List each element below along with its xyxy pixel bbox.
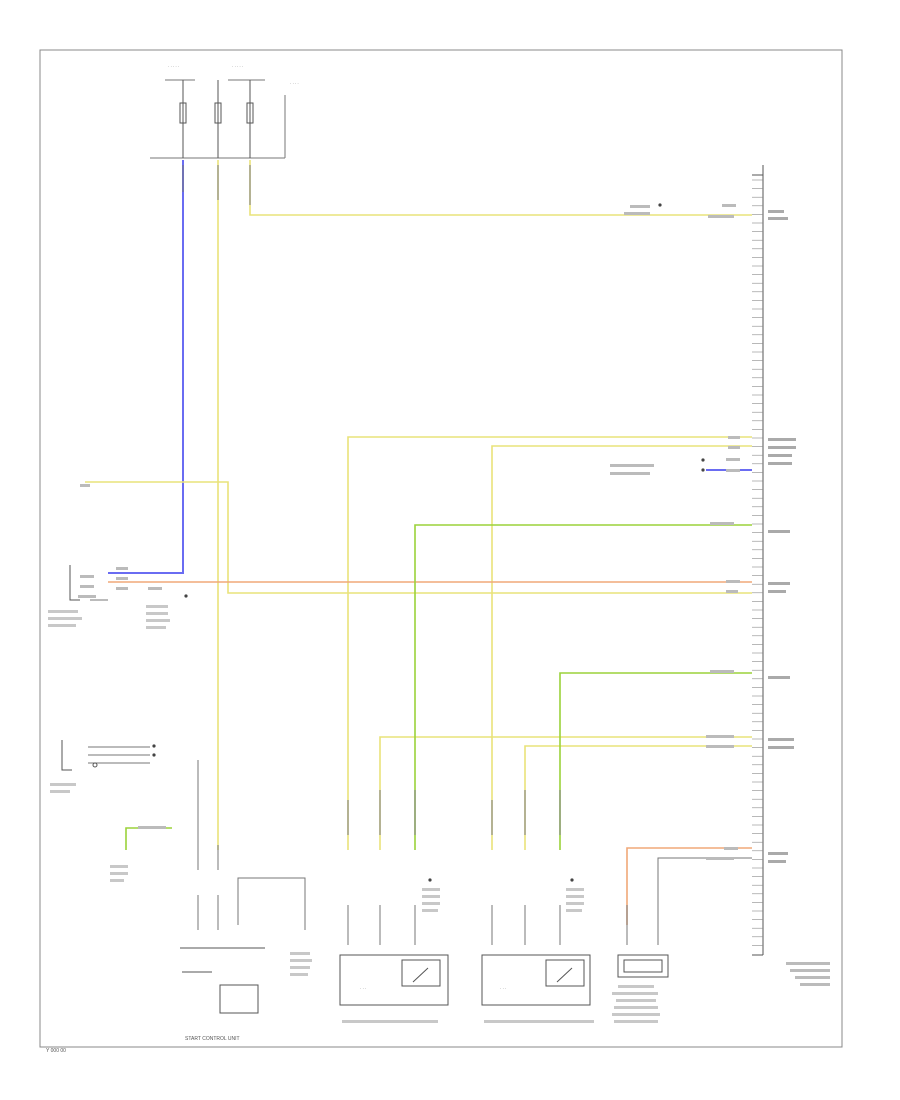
wire-orange-bottom (626, 847, 752, 925)
left-connector-bracket (61, 565, 98, 771)
door-lock-module-left: · · · (339, 954, 449, 1006)
fuse-block: · · · · · · · · · · · · · · (150, 64, 299, 159)
ecu-pin-ticks (752, 179, 763, 946)
ecu-connector (752, 165, 764, 956)
svg-text:· · · · ·: · · · · · (168, 64, 179, 69)
wire-green-ground (125, 827, 172, 850)
wire-code-chips (78, 204, 740, 860)
wire-green-2 (559, 672, 752, 850)
wire-blue-ignition (108, 160, 184, 574)
wire-black-loop (237, 877, 306, 925)
diagram-code: Y 000 00 (46, 1048, 66, 1054)
start-control-unit: START CONTROL UNIT (180, 947, 265, 1042)
svg-text:· · · ·: · · · · (290, 81, 299, 86)
wire-green-1 (414, 524, 752, 850)
tiny-text-blocks (48, 605, 660, 1023)
ecu-pin-labels (768, 210, 830, 986)
start-control-unit-label: START CONTROL UNIT (185, 1036, 240, 1042)
diagram-frame (39, 49, 843, 1048)
wire-yellow-top (249, 160, 752, 216)
wire-harness (85, 160, 752, 925)
wire-yellow-left (85, 481, 752, 594)
wire-yellow-4 (524, 745, 752, 850)
svg-text:· · · · ·: · · · · · (232, 64, 243, 69)
splice-dots (152, 203, 705, 882)
wire-yellow-2 (491, 445, 752, 850)
svg-text:· · ·: · · · (500, 986, 506, 991)
connector-stubs (182, 165, 659, 945)
battery-sensor (617, 954, 669, 978)
wire-yellow-3 (379, 736, 752, 850)
wire-yellow-1 (347, 436, 752, 850)
svg-text:· · ·: · · · (360, 986, 366, 991)
wire-black-bottom (657, 857, 752, 925)
door-lock-module-right: · · · (481, 954, 591, 1006)
